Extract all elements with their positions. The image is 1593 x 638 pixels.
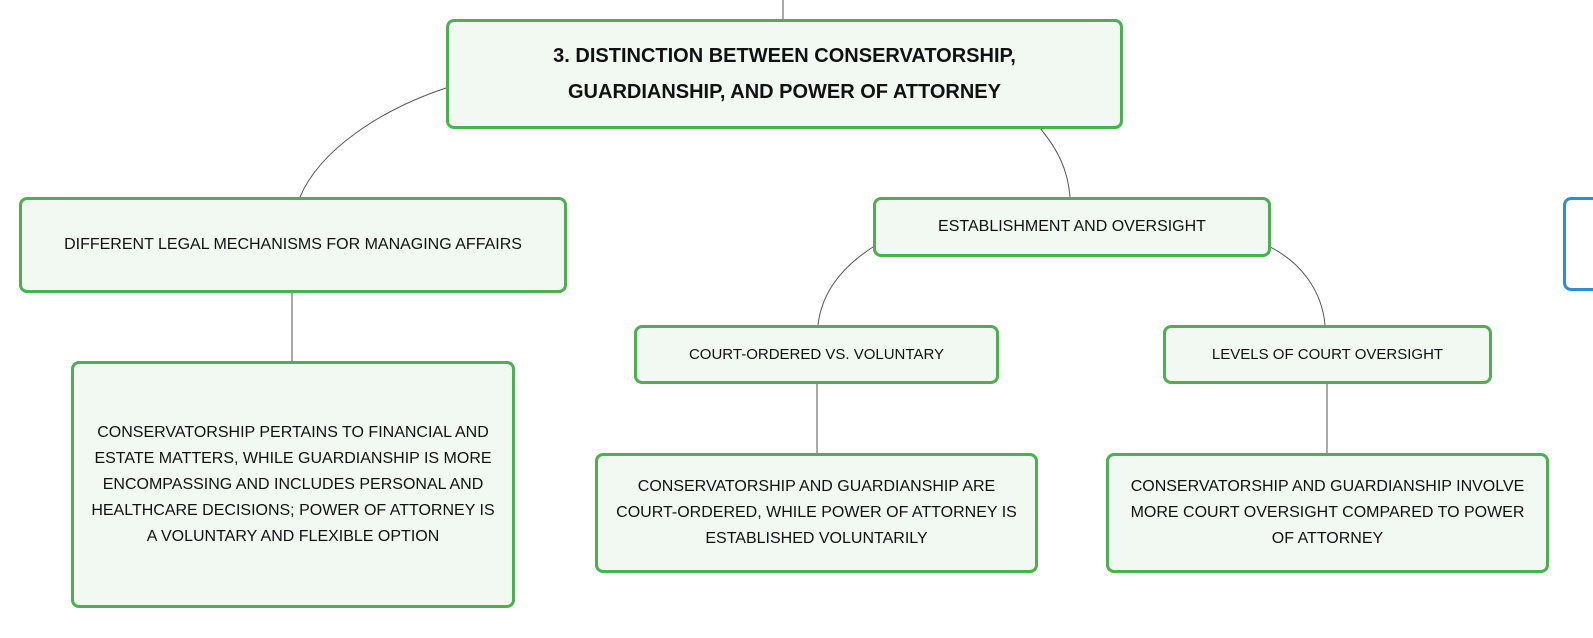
- topic-levels-of-court-oversight[interactable]: LEVELS OF COURT OVERSIGHT: [1163, 325, 1492, 384]
- topic-label: LEVELS OF COURT OVERSIGHT: [1211, 345, 1444, 363]
- topic-label: DIFFERENT LEGAL MECHANISMS FOR MANAGING …: [64, 236, 522, 253]
- connector-root-left: [299, 87, 447, 198]
- topic-court-ordered-detail[interactable]: CONSERVATORSHIP AND GUARDIANSHIP ARE COU…: [595, 453, 1038, 573]
- connector-right-cov: [817, 246, 874, 326]
- topic-court-ordered-vs-voluntary[interactable]: COURT-ORDERED VS. VOLUNTARY: [634, 325, 999, 384]
- topic-label: COURT-ORDERED VS. VOLUNTARY: [688, 345, 945, 363]
- connector-root-right: [1039, 127, 1071, 198]
- topic-label: CONSERVATORSHIP AND GUARDIANSHIP INVOLVE…: [1130, 478, 1525, 547]
- topic-establishment-oversight[interactable]: ESTABLISHMENT AND OVERSIGHT: [873, 197, 1271, 257]
- topic-legal-mechanisms[interactable]: DIFFERENT LEGAL MECHANISMS FOR MANAGING …: [19, 197, 567, 293]
- connector-right-lco: [1269, 246, 1326, 326]
- root-topic[interactable]: 3. DISTINCTION BETWEEN CONSERVATORSHIP, …: [446, 19, 1123, 129]
- topic-label: CONSERVATORSHIP AND GUARDIANSHIP ARE COU…: [616, 478, 1017, 547]
- topic-oversight-detail[interactable]: CONSERVATORSHIP AND GUARDIANSHIP INVOLVE…: [1106, 453, 1549, 573]
- topic-mechanisms-detail[interactable]: CONSERVATORSHIP PERTAINS TO FINANCIAL AN…: [71, 361, 515, 608]
- root-topic-label: 3. DISTINCTION BETWEEN CONSERVATORSHIP, …: [553, 45, 1016, 103]
- topic-label: CONSERVATORSHIP PERTAINS TO FINANCIAL AN…: [91, 423, 495, 545]
- topic-label: ESTABLISHMENT AND OVERSIGHT: [938, 218, 1206, 235]
- adjacent-topic-offscreen[interactable]: [1563, 197, 1593, 291]
